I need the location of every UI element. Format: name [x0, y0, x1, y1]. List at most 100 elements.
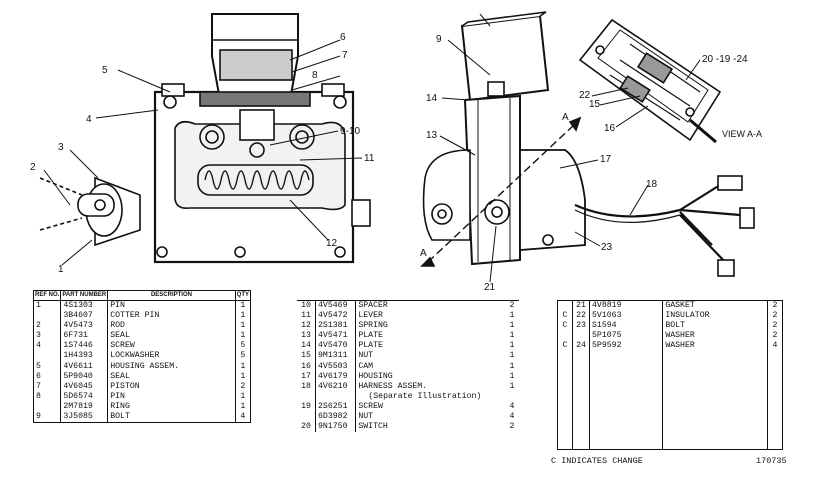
description-cell: SWITCH [358, 422, 388, 432]
callout-label: 4 [86, 114, 92, 125]
description-cell: GASKET [665, 301, 695, 310]
part-number-cell: 4V8819 [589, 300, 664, 312]
callout-label: 7 [342, 50, 348, 61]
qty-cell: 1 [240, 321, 246, 331]
qty-cell [505, 392, 519, 402]
description-cell: HARNESS ASSEM. [358, 381, 428, 391]
part-number-cell: 5P9040 [60, 371, 109, 382]
change-flag-cell: C [557, 341, 573, 352]
ref-cell: 11 [297, 311, 316, 322]
ref-cell: 1 [33, 300, 62, 312]
ref-cell: 10 [297, 300, 316, 312]
callout-label: 9 [436, 34, 442, 45]
description-cell: PIN [107, 300, 236, 312]
description-cell: PISTON [107, 381, 236, 392]
spring [204, 170, 310, 190]
description-cell: PLATE [358, 341, 383, 351]
side-bracket [422, 149, 471, 241]
ref-cell: 3 [33, 331, 62, 342]
ref-cell: 24 [572, 341, 590, 352]
description-cell: CAM [358, 361, 374, 371]
description-cell: SCREW [358, 401, 383, 411]
part-number-cell: 4V5469 [315, 300, 357, 312]
switch-housing [519, 149, 586, 251]
wire-harness [574, 184, 741, 266]
qty-cell: 2 [767, 300, 783, 312]
qty-cell: 2 [505, 300, 519, 312]
qty-cell: 2 [240, 381, 246, 391]
part-number-cell: 2M7819 [60, 401, 109, 413]
qty-cell: 1 [509, 321, 515, 331]
qty-cell: 1 [509, 351, 515, 361]
ref-cell: 20 [297, 422, 316, 433]
part-number-cell: 2S1381 [315, 321, 357, 332]
description-cell: INSULATOR [665, 311, 710, 321]
view-a-a-detail [578, 18, 722, 144]
part-number-cell: 4V6045 [60, 381, 109, 392]
qty-cell: 1 [240, 391, 246, 401]
qty-cell: 1 [240, 311, 246, 321]
description-cell: PLATE [358, 331, 383, 341]
callout-label: 15 [589, 99, 601, 110]
callout-label: 17 [600, 154, 612, 165]
description-cell: LOCKWASHER [107, 351, 236, 362]
qty-cell: 2 [509, 422, 515, 432]
description-cell: WASHER [665, 341, 695, 351]
callout-label: 22 [579, 90, 591, 101]
description-cell: LEVER [358, 311, 383, 321]
description-cell: NUT [358, 412, 374, 422]
qty-cell: 1 [509, 341, 515, 351]
part-number-cell: 9N1750 [315, 422, 357, 433]
section-marker: A [420, 248, 427, 259]
ref-cell [297, 412, 316, 423]
description-cell: NUT [358, 351, 374, 361]
description-cell: (Separate Illustration) [368, 391, 482, 401]
part-number-cell: 5P1075 [589, 331, 664, 342]
change-flag-cell [557, 331, 573, 342]
ref-cell: 7 [33, 381, 62, 392]
column-header: REF NO. [33, 290, 62, 301]
qty-cell: 1 [509, 311, 515, 321]
qty-cell: 1 [509, 371, 515, 381]
part-number-cell: 4V5473 [60, 321, 109, 332]
part-number-cell: 5D6574 [60, 391, 109, 402]
qty-cell: 4 [509, 412, 515, 422]
column-header: DESCRIPTION [107, 290, 236, 301]
ref-cell: 22 [572, 311, 590, 322]
section-line [427, 123, 576, 263]
callout-label: 21 [484, 282, 496, 290]
description-cell: WASHER [665, 331, 695, 341]
description-cell: SPRING [358, 321, 388, 331]
qty-cell: 1 [240, 301, 246, 310]
callout-label: 20 -19 -24 [702, 54, 748, 65]
column-header: QTY [235, 290, 251, 301]
change-footnote: C INDICATES CHANGE [551, 456, 643, 466]
description-cell: COTTER PIN [107, 311, 236, 322]
qty-cell: 1 [509, 361, 515, 371]
description-cell: HOUSING [358, 371, 393, 381]
table-row: (Separate Illustration) [297, 391, 519, 402]
callout-label: 9-10 [340, 126, 360, 137]
ref-cell: 14 [297, 341, 316, 352]
ref-cell: 6 [33, 371, 62, 382]
part-number-cell: 4V5472 [315, 311, 357, 322]
part-number-cell: S1594 [589, 321, 664, 332]
description-cell: HOUSING ASSEM. [107, 361, 236, 372]
callout-label: 8 [312, 70, 318, 81]
part-number-cell: 6F731 [60, 331, 109, 342]
cylinder-face [219, 49, 293, 81]
ref-cell: 23 [572, 321, 590, 332]
